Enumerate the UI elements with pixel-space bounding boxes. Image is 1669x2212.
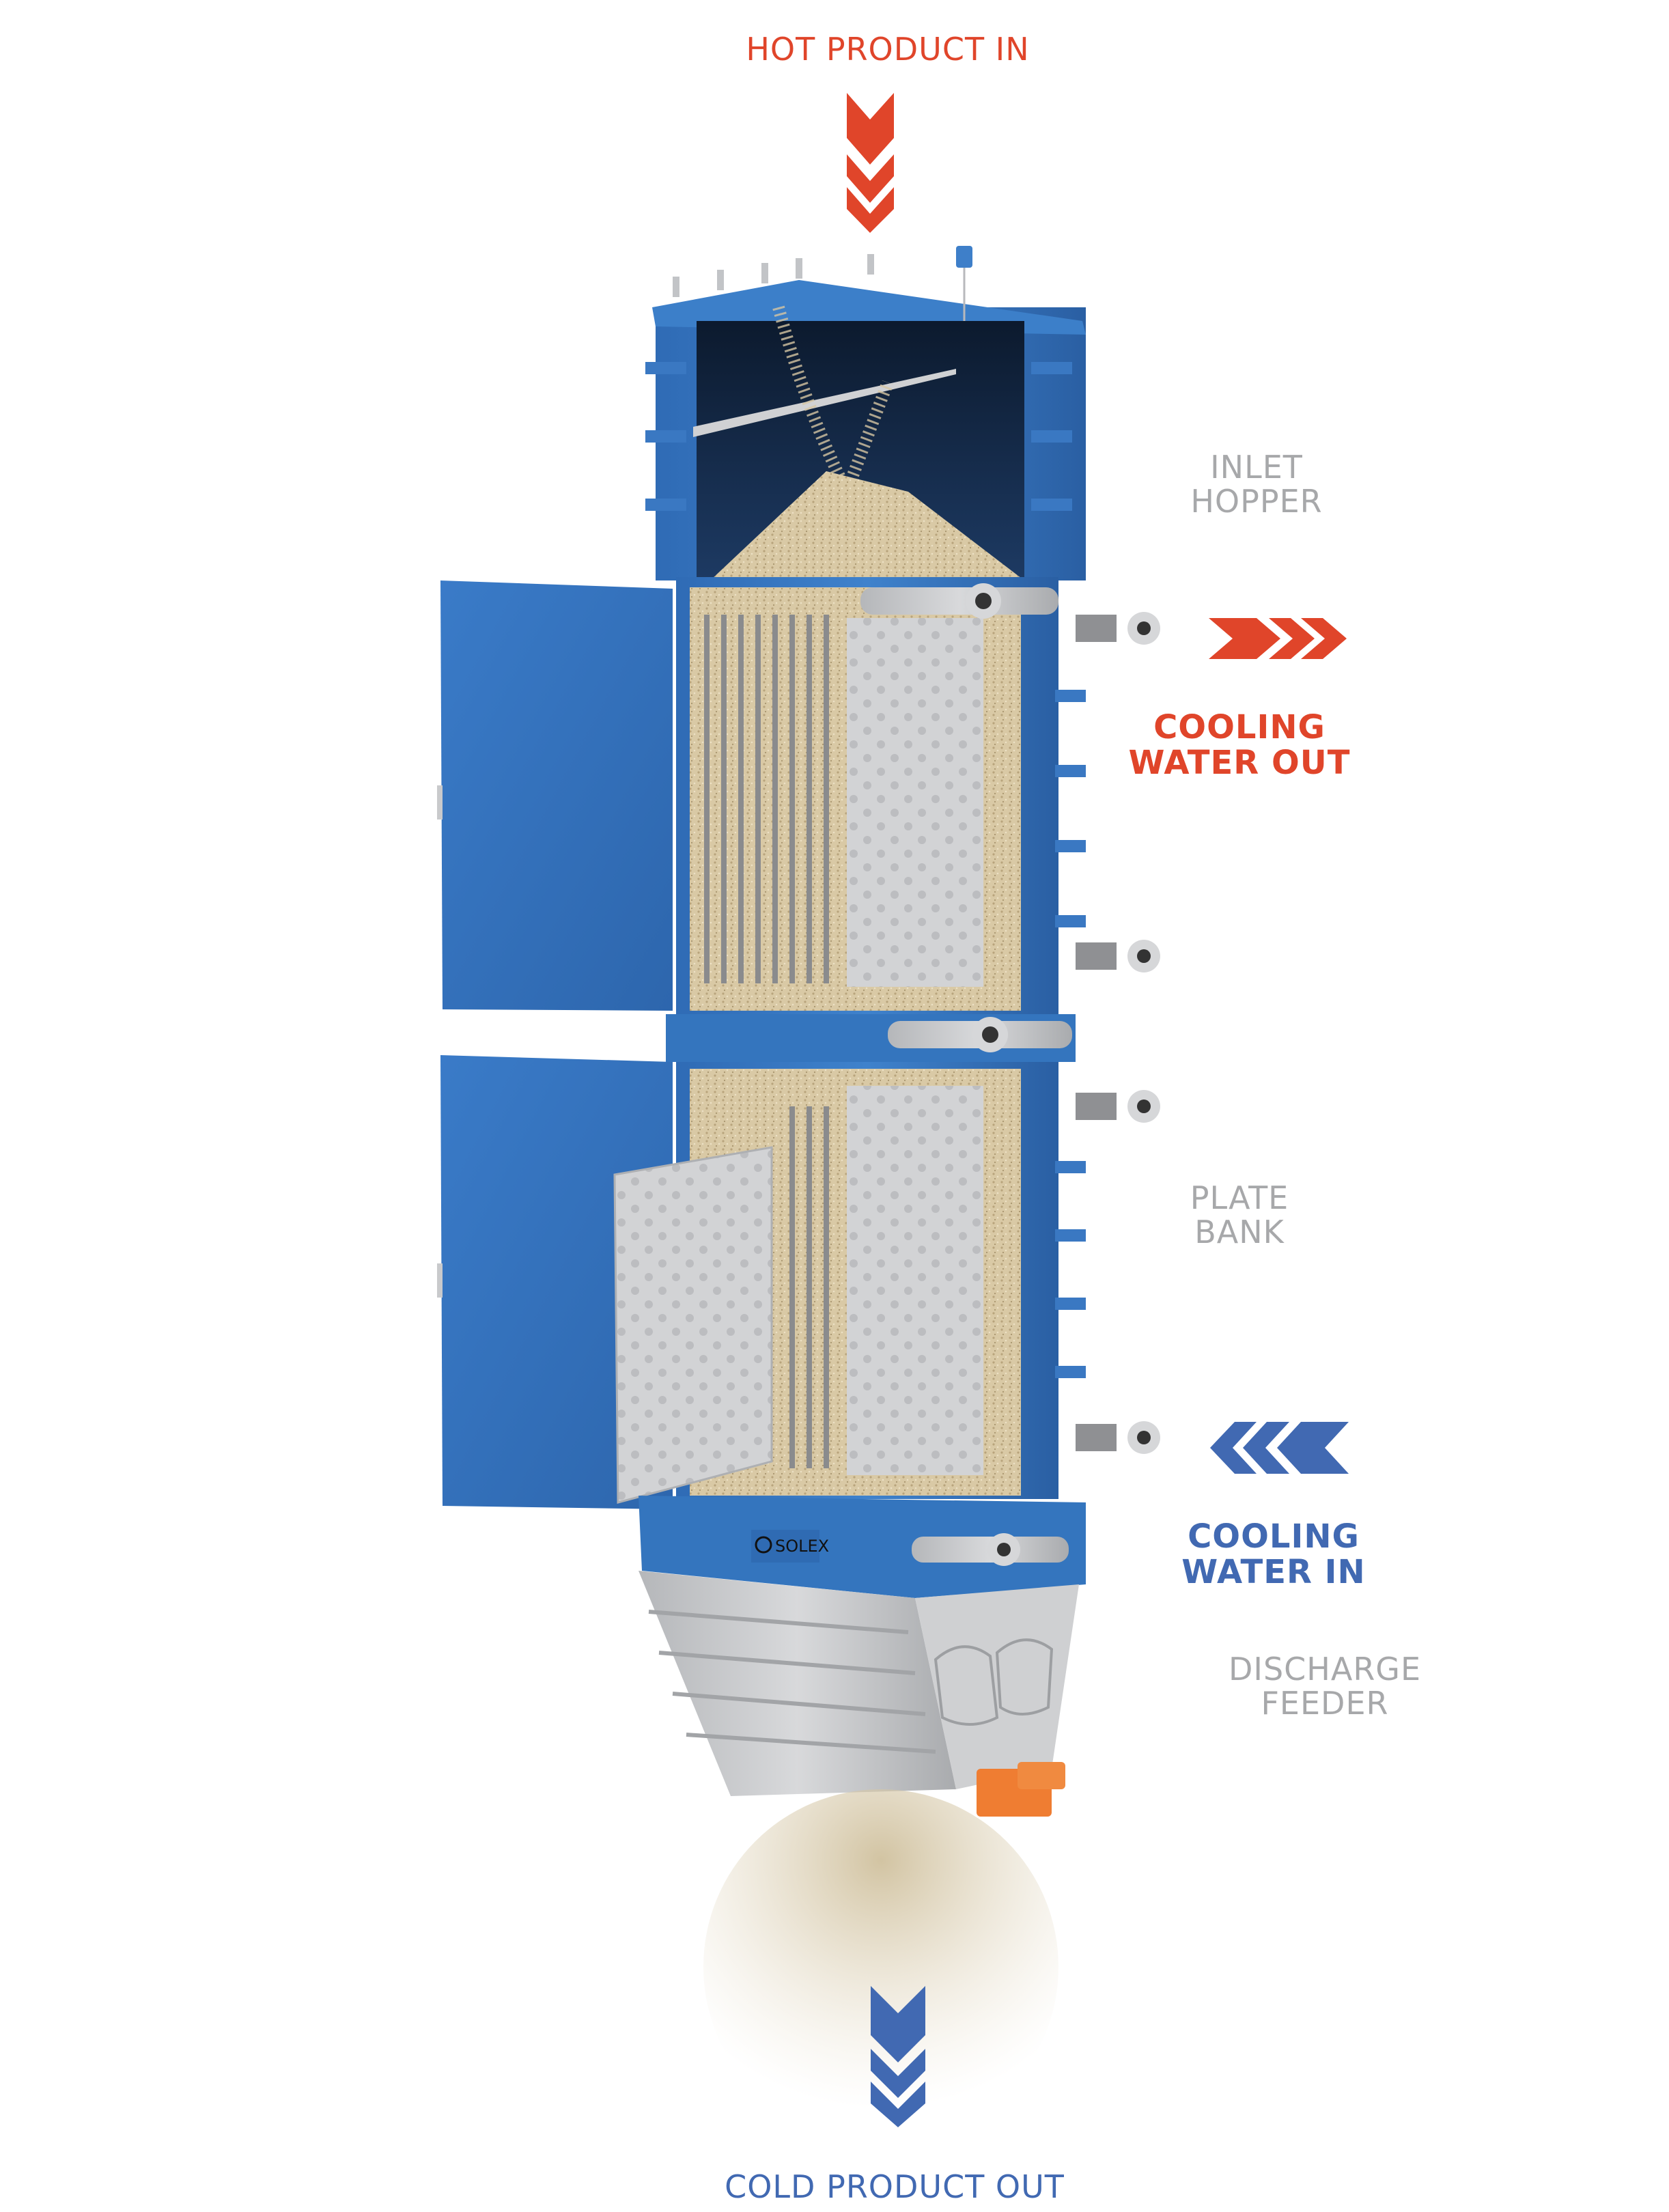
middle-frame	[666, 1014, 1076, 1062]
inlet-hopper-line1: INLET	[1210, 449, 1303, 486]
cooling-water-in-line2: WATER IN	[1181, 1552, 1366, 1591]
cooling-water-out-line2: WATER OUT	[1128, 743, 1351, 782]
pulled-out-plate	[613, 1146, 773, 1504]
discharge-feeder	[639, 1571, 1079, 1817]
hot-product-in-label: HOT PRODUCT IN	[746, 31, 1030, 68]
lower-plate-bank	[613, 1062, 1160, 1504]
upper-plate-bank	[676, 577, 1160, 1014]
discharge-feeder-line2: FEEDER	[1261, 1684, 1389, 1722]
lid-clamps	[673, 254, 874, 297]
bottom-frame: SOLEX	[639, 1496, 1086, 1598]
plate-bank-line1: PLATE	[1190, 1179, 1289, 1216]
level-sensor-icon	[956, 246, 972, 268]
solex-logo-text: SOLEX	[775, 1537, 829, 1556]
discharge-feeder-label: DISCHARGE FEEDER	[1202, 1651, 1448, 1722]
solex-logo-icon	[755, 1536, 772, 1554]
inspection-hatch-icon	[934, 1645, 999, 1726]
cooling-water-out-label: COOLING WATER OUT	[1120, 710, 1359, 781]
inspection-hatch-icon	[995, 1638, 1054, 1716]
cooling-water-in-line1: COOLING	[1188, 1517, 1360, 1556]
cold-product-out-label: COLD PRODUCT OUT	[725, 2168, 1065, 2205]
water-manifold-pipe	[860, 587, 1058, 615]
plate-bank-line2: BANK	[1194, 1213, 1285, 1250]
heat-exchange-plate	[847, 618, 983, 987]
inlet-hopper-line2: HOPPER	[1190, 482, 1323, 520]
plate-bank-label: PLATE BANK	[1140, 1181, 1338, 1249]
cooling-water-out-arrow-icon	[1209, 618, 1347, 659]
heat-exchange-plate	[847, 1086, 983, 1475]
hot-product-in-arrow-icon	[847, 93, 894, 233]
solex-logo: SOLEX	[751, 1530, 829, 1563]
cooling-water-in-label: COOLING WATER IN	[1161, 1517, 1386, 1591]
upper-access-door[interactable]	[437, 580, 673, 1011]
inlet-hopper	[645, 246, 1086, 580]
actuator-icon	[977, 1762, 1065, 1817]
discharge-feeder-line1: DISCHARGE	[1228, 1651, 1422, 1688]
product-discharge-stream	[703, 1789, 1058, 2144]
inlet-hopper-label: INLET HOPPER	[1154, 449, 1359, 520]
cold-product-out-arrow-icon	[871, 1986, 925, 2127]
lower-access-door[interactable]	[437, 1055, 673, 1509]
cooling-water-out-line1: COOLING	[1153, 708, 1326, 746]
cooling-water-in-arrow-icon	[1210, 1422, 1349, 1474]
